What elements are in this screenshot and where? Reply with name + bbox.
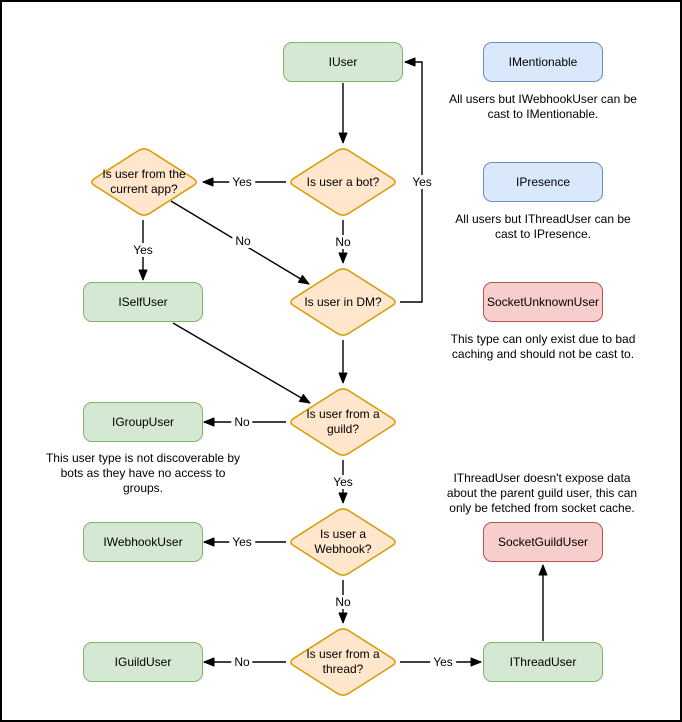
decision-is-user-from-guild: Is user from a guild? [286,385,400,459]
caption-socket-unknown-user: This type can only exist due to bad cach… [450,332,636,361]
edge-label-thread-no: No [231,655,253,669]
decision-is-user-from-current-app: Is user from the current app? [87,145,201,219]
node-socket-unknown-user: SocketUnknownUser [483,282,603,322]
decision-is-user-a-bot: Is user a bot? [286,145,400,219]
node-iwebhook-user: IWebhookUser [83,522,203,562]
arrow-iselfuser-to-is-guild [172,322,311,404]
edge-label-thread-yes: Yes [430,655,456,669]
decision-is-user-in-dm: Is user in DM? [286,265,400,339]
decision-is-user-from-thread: Is user from a thread? [286,625,400,699]
node-imentionable: IMentionable [483,42,603,82]
caption-ipresence: All users but IThreadUser can be cast to… [455,212,631,241]
node-iuser: IUser [283,42,403,82]
caption-ithread-user: IThreadUser doesn't expose data about th… [446,471,638,515]
decision-label-is-guild: Is user from a guild? [306,407,380,436]
decision-label-is-webhook: Is user a Webhook? [314,527,372,556]
edge-label-bot-no: No [332,235,354,249]
node-iguild-user: IGuildUser [83,642,203,682]
decision-label-is-dm: Is user in DM? [304,294,382,309]
caption-imentionable: All users but IWebhookUser can be cast t… [449,92,637,121]
node-socket-guild-user: SocketGuildUser [483,522,603,562]
decision-label-current-app: Is user from the current app? [102,167,186,196]
decision-label-is-bot: Is user a bot? [306,174,380,189]
edge-label-guild-yes: Yes [330,475,356,489]
edge-label-current-app-no: No [232,234,254,248]
node-ithread-user: IThreadUser [483,642,603,682]
decision-label-is-thread: Is user from a thread? [306,647,380,676]
edge-label-webhook-no: No [332,595,354,609]
node-ipresence: IPresence [483,162,603,202]
decision-is-user-a-webhook: Is user a Webhook? [286,505,400,579]
edge-label-dm-yes: Yes [409,175,435,189]
edge-label-webhook-yes: Yes [229,535,255,549]
edge-label-current-app-yes: Yes [130,243,156,257]
caption-igroup-user: This user type is not discoverable by bo… [45,451,241,495]
edge-label-bot-yes: Yes [229,175,255,189]
node-igroup-user: IGroupUser [83,402,203,442]
edge-label-guild-no: No [231,415,253,429]
node-iself-user: ISelfUser [83,282,203,322]
